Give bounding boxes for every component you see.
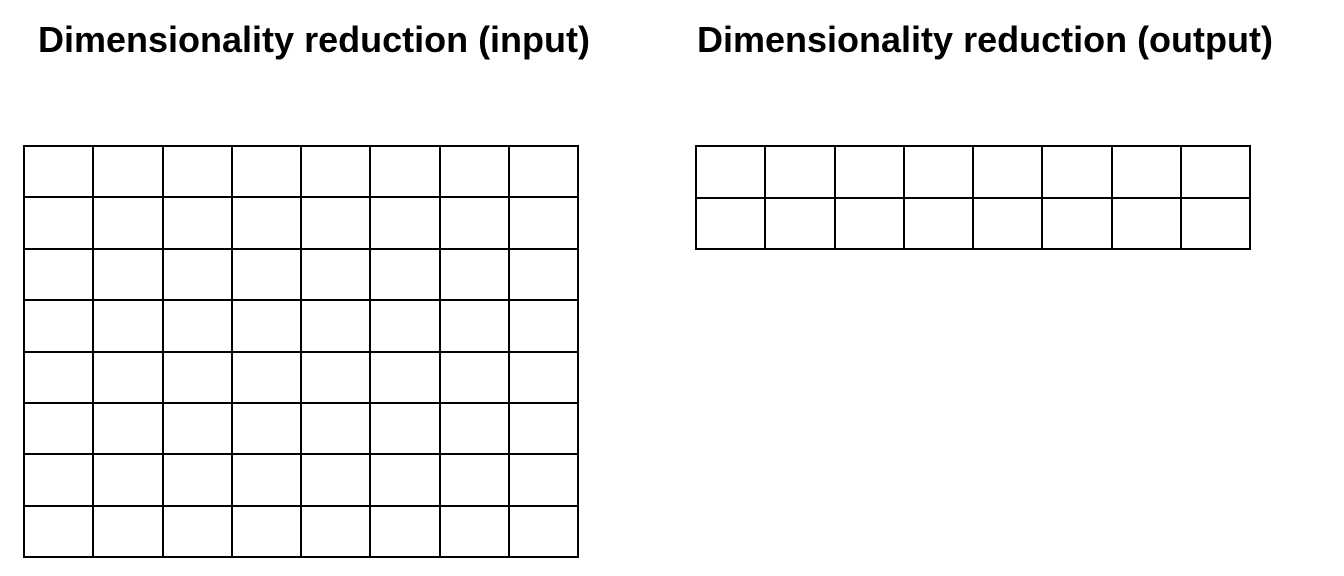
grid-cell bbox=[302, 249, 372, 302]
grid-cell bbox=[904, 147, 974, 199]
grid-cell bbox=[371, 352, 441, 404]
output-panel-title: Dimensionality reduction (output) bbox=[697, 19, 1273, 60]
grid-cell bbox=[232, 147, 302, 199]
grid-cell bbox=[835, 147, 905, 199]
grid-cell bbox=[232, 198, 302, 250]
grid-cell bbox=[302, 403, 372, 456]
grid-cell bbox=[25, 352, 95, 404]
grid-cell bbox=[1043, 198, 1113, 250]
grid-cell bbox=[163, 506, 233, 558]
grid-cell bbox=[232, 506, 302, 558]
grid-cell bbox=[371, 147, 441, 199]
grid-cell bbox=[163, 198, 233, 250]
grid-cell bbox=[94, 301, 164, 353]
grid-cell bbox=[163, 403, 233, 456]
grid-cell bbox=[232, 249, 302, 302]
grid-cell bbox=[371, 506, 441, 558]
grid-cell bbox=[509, 403, 579, 456]
grid-cell bbox=[232, 455, 302, 507]
grid-cell bbox=[302, 506, 372, 558]
grid-cell bbox=[94, 198, 164, 250]
grid-cell bbox=[766, 198, 836, 250]
grid-cell bbox=[371, 403, 441, 456]
grid-cell bbox=[509, 147, 579, 199]
grid-cell bbox=[302, 301, 372, 353]
grid-cell bbox=[25, 455, 95, 507]
grid-cell bbox=[974, 198, 1044, 250]
grid-cell bbox=[25, 506, 95, 558]
input-grid bbox=[23, 145, 579, 558]
grid-cell bbox=[25, 301, 95, 353]
grid-cell bbox=[25, 249, 95, 302]
grid-cell bbox=[1112, 147, 1182, 199]
grid-cell bbox=[697, 198, 767, 250]
grid-cell bbox=[371, 198, 441, 250]
grid-cell bbox=[163, 249, 233, 302]
grid-cell bbox=[1181, 147, 1251, 199]
grid-cell bbox=[302, 455, 372, 507]
grid-cell bbox=[371, 301, 441, 353]
grid-cell bbox=[302, 147, 372, 199]
grid-cell bbox=[697, 147, 767, 199]
grid-cell bbox=[440, 506, 510, 558]
grid-cell bbox=[509, 249, 579, 302]
grid-cell bbox=[94, 403, 164, 456]
grid-cell bbox=[232, 301, 302, 353]
grid-cell bbox=[974, 147, 1044, 199]
grid-cell bbox=[440, 455, 510, 507]
grid-cell bbox=[302, 352, 372, 404]
grid-cell bbox=[302, 198, 372, 250]
grid-cell bbox=[835, 198, 905, 250]
grid-cell bbox=[509, 455, 579, 507]
grid-cell bbox=[440, 198, 510, 250]
grid-cell bbox=[94, 147, 164, 199]
grid-cell bbox=[509, 301, 579, 353]
grid-cell bbox=[163, 352, 233, 404]
grid-cell bbox=[440, 147, 510, 199]
grid-cell bbox=[94, 352, 164, 404]
grid-cell bbox=[232, 403, 302, 456]
grid-cell bbox=[25, 147, 95, 199]
grid-cell bbox=[163, 147, 233, 199]
grid-cell bbox=[25, 403, 95, 456]
grid-cell bbox=[440, 403, 510, 456]
grid-cell bbox=[440, 249, 510, 302]
grid-cell bbox=[94, 455, 164, 507]
grid-cell bbox=[509, 506, 579, 558]
grid-cell bbox=[1043, 147, 1113, 199]
grid-cell bbox=[25, 198, 95, 250]
grid-cell bbox=[94, 506, 164, 558]
grid-cell bbox=[232, 352, 302, 404]
grid-cell bbox=[163, 455, 233, 507]
grid-cell bbox=[509, 352, 579, 404]
grid-cell bbox=[1181, 198, 1251, 250]
grid-cell bbox=[509, 198, 579, 250]
grid-cell bbox=[766, 147, 836, 199]
grid-cell bbox=[371, 249, 441, 302]
grid-cell bbox=[94, 249, 164, 302]
grid-cell bbox=[371, 455, 441, 507]
grid-cell bbox=[440, 352, 510, 404]
input-panel-title: Dimensionality reduction (input) bbox=[38, 19, 591, 60]
grid-cell bbox=[904, 198, 974, 250]
grid-cell bbox=[440, 301, 510, 353]
grid-cell bbox=[163, 301, 233, 353]
output-grid bbox=[695, 145, 1251, 250]
grid-cell bbox=[1112, 198, 1182, 250]
